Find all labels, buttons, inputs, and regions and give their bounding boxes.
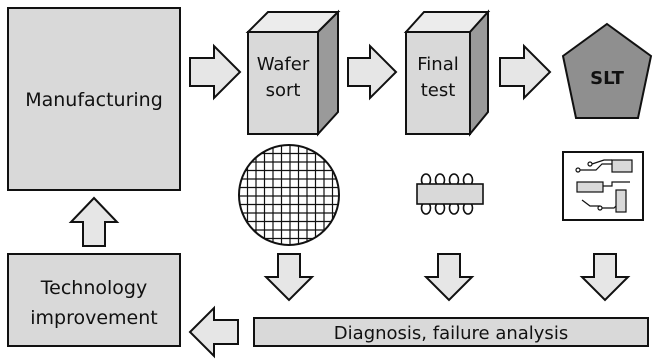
diagnosis-bar: Diagnosis, failure analysis xyxy=(253,317,649,347)
arrow-to-wafer-sort xyxy=(189,43,242,101)
technology-improvement-box: Technology improvement xyxy=(7,253,181,347)
arrow-to-slt xyxy=(499,43,552,101)
final-test-box: Final test xyxy=(403,9,491,137)
down-arrow-final-test xyxy=(423,253,475,302)
wafer-sort-label-line2: sort xyxy=(266,80,301,101)
manufacturing-box: Manufacturing xyxy=(7,7,181,191)
manufacturing-label: Manufacturing xyxy=(25,89,163,111)
up-arrow-to-manufacturing xyxy=(68,196,120,247)
diagnosis-label: Diagnosis, failure analysis xyxy=(334,323,568,344)
chip-package-icon xyxy=(416,173,484,215)
wafer-sort-label-line1: Wafer xyxy=(257,54,310,75)
technology-improvement-line1: Technology xyxy=(40,277,147,299)
left-arrow-to-technology-improvement xyxy=(188,305,239,359)
technology-improvement-line2: improvement xyxy=(30,307,158,329)
final-test-label-line1: Final xyxy=(417,54,458,75)
down-arrow-wafer xyxy=(263,253,315,302)
arrow-to-final-test xyxy=(347,43,398,101)
wafer-icon xyxy=(238,144,340,246)
wafer-sort-box: Wafer sort xyxy=(245,9,341,137)
slt-label: SLT xyxy=(590,68,624,89)
circuit-board-icon xyxy=(562,151,644,221)
slt-pentagon: SLT xyxy=(561,22,653,119)
final-test-label-line2: test xyxy=(421,80,456,101)
down-arrow-slt xyxy=(579,253,631,302)
